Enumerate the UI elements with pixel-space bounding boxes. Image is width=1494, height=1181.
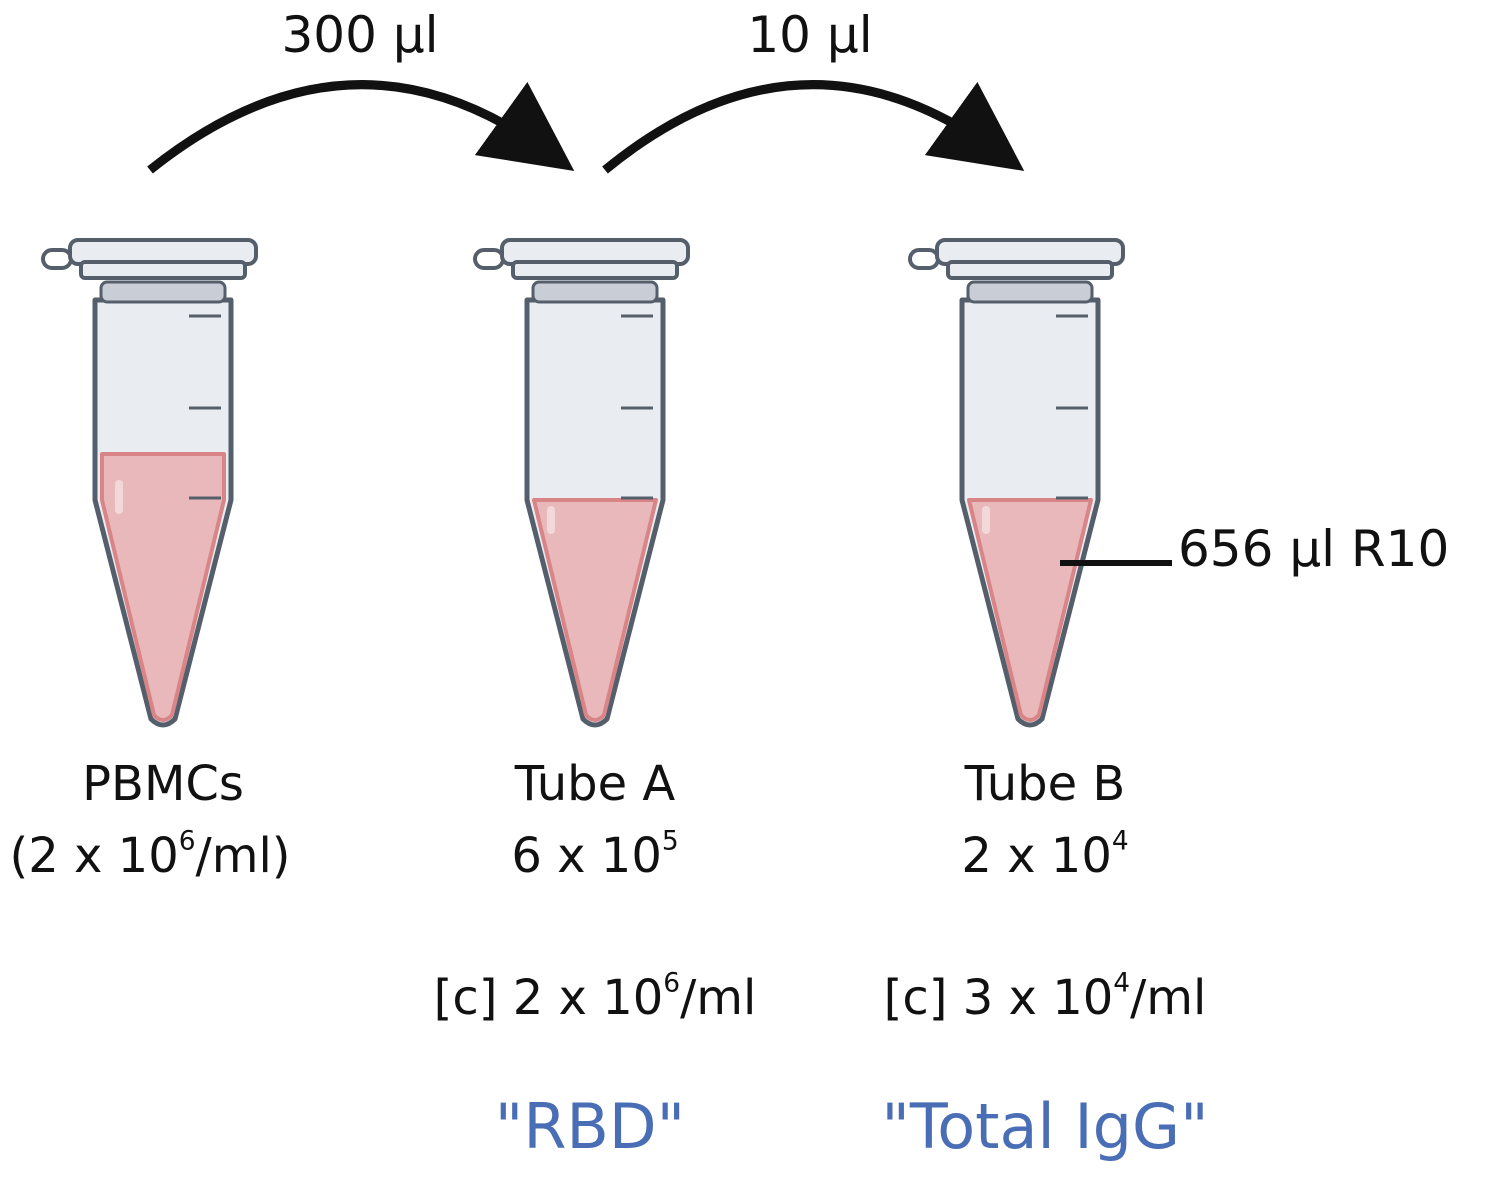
tube-label-b: Tube B [964,756,1126,812]
tube-cap-rim [511,260,679,280]
tube-inner-lid [99,280,227,304]
final-prefix: [c] 2 x 10 [433,970,664,1026]
tube-liquid [100,452,226,722]
conc-exponent: 6 [178,825,196,857]
tube-concentration-pbmcs: (2 x 106/ml) [0,828,300,880]
final-exponent: 4 [1113,967,1131,999]
cap-hinge [908,248,940,270]
tube-pbmcs [41,238,258,728]
tube-concentration-a: 6 x 105 [470,828,720,880]
transfer-volume-1: 300 µl [281,6,439,64]
conc-prefix: 6 x 10 [511,828,662,884]
cap-hinge [41,248,73,270]
final-suffix: /ml [680,970,757,1026]
tube-liquid [532,498,658,722]
tube-b [908,238,1125,728]
conc-prefix: 2 x 10 [961,828,1112,884]
conc-prefix: (2 x 10 [9,828,179,884]
transfer-volume-2: 10 µl [747,6,873,64]
tube-cap-rim [79,260,247,280]
tube-inner-lid [531,280,659,304]
assay-label-total-igg: "Total IgG" [881,1090,1209,1163]
final-suffix: /ml [1130,970,1207,1026]
transfer-arrow-2 [602,80,1025,174]
conc-suffix: /ml) [195,828,291,884]
tube-inner-lid [966,280,1094,304]
tube-cap-rim [946,260,1114,280]
tube-label-pbmcs: PBMCs [82,756,244,812]
tube-a [473,238,690,728]
assay-label-rbd: "RBD" [494,1090,686,1163]
final-concentration-b: [c] 3 x 104/ml [870,970,1220,1022]
transfer-arrow-1 [147,80,575,174]
tube-liquid [967,498,1093,722]
cap-hinge [473,248,505,270]
final-concentration-a: [c] 2 x 106/ml [420,970,770,1022]
tube-label-a: Tube A [514,756,676,812]
tube-concentration-b: 2 x 104 [920,828,1170,880]
final-exponent: 6 [663,967,681,999]
diluent-label: 656 µl R10 [1178,520,1450,578]
final-prefix: [c] 3 x 10 [883,970,1114,1026]
conc-exponent: 4 [1111,825,1129,857]
conc-exponent: 5 [661,825,679,857]
